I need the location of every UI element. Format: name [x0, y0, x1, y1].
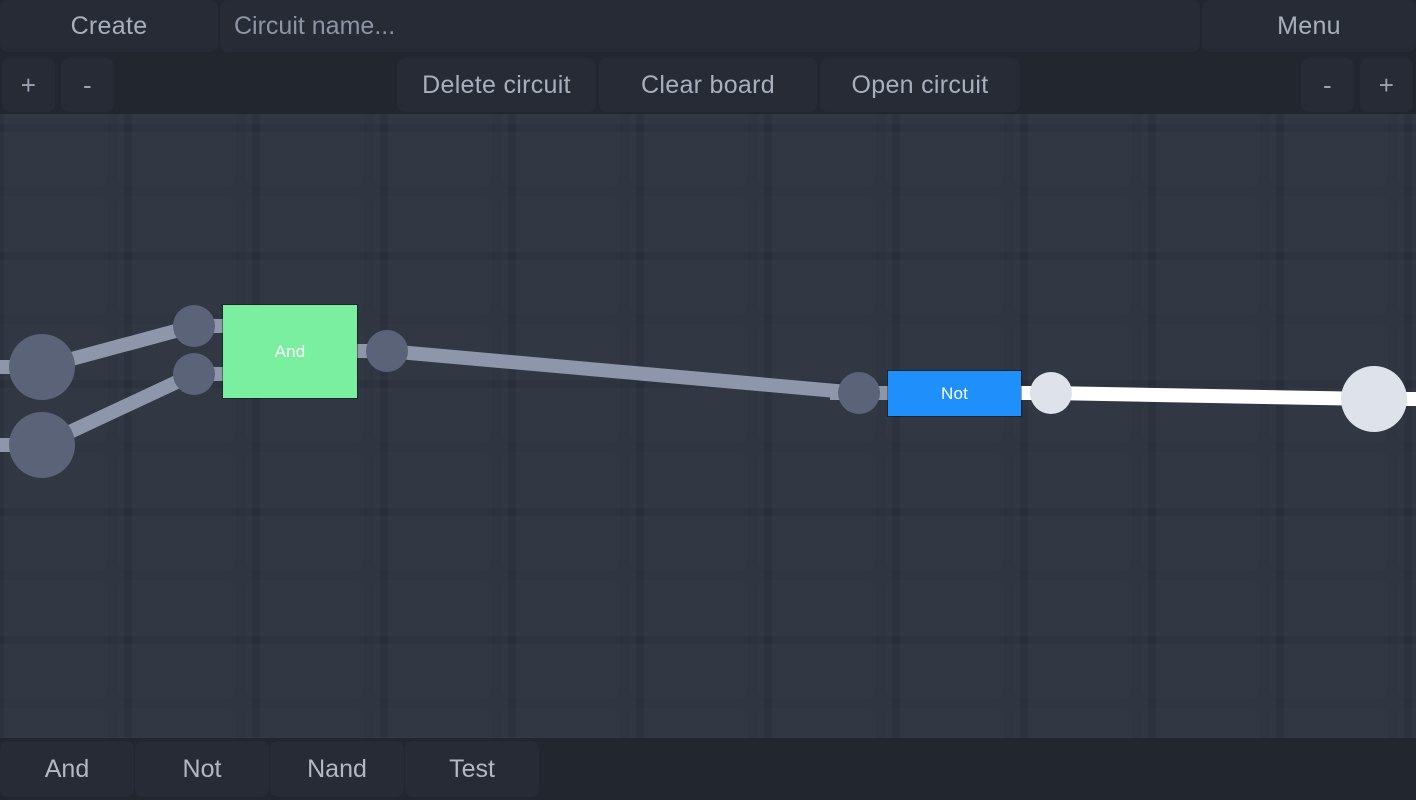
grid-cell: [758, 580, 876, 698]
grid-cell: [118, 452, 236, 570]
palette-button-label: Not: [182, 754, 222, 783]
grid-cell: [374, 580, 492, 698]
palette-button-not[interactable]: Not: [135, 741, 269, 797]
grid-cell: [502, 452, 620, 570]
grid-cell: [0, 580, 108, 698]
grid-cell: [374, 196, 492, 314]
grid-cell: [1270, 196, 1388, 314]
grid-cell: [246, 452, 364, 570]
grid-cell: [886, 452, 1004, 570]
grid-cell: [1142, 580, 1260, 698]
circuit-node-and-out[interactable]: [366, 330, 408, 372]
palette-button-label: Nand: [307, 754, 367, 783]
grid-cell: [118, 580, 236, 698]
grid-cell: [1270, 452, 1388, 570]
grid-cell: [502, 196, 620, 314]
gate-palette-toolbar: And Not Nand Test: [0, 738, 1416, 800]
top-toolbar-primary: Create Menu: [0, 0, 1416, 56]
grid-cell: [246, 196, 364, 314]
delete-circuit-button[interactable]: Delete circuit: [397, 58, 596, 112]
grid-cell: [1142, 324, 1260, 442]
circuit-name-input[interactable]: [220, 0, 1200, 52]
grid-cell: [118, 196, 236, 314]
grid-cell: [630, 324, 748, 442]
grid-cell: [630, 452, 748, 570]
zoom-out-left-button[interactable]: -: [61, 58, 114, 112]
palette-button-nand[interactable]: Nand: [270, 741, 404, 797]
grid-cell: [1142, 452, 1260, 570]
palette-button-label: Test: [449, 754, 495, 783]
zoom-out-right-button[interactable]: -: [1301, 58, 1354, 112]
clear-board-button[interactable]: Clear board: [599, 58, 817, 112]
zoom-in-left-button[interactable]: +: [2, 58, 55, 112]
grid-cell: [1398, 580, 1416, 698]
grid-cell: [630, 196, 748, 314]
gate-label: Not: [940, 383, 969, 403]
gate-not[interactable]: Not: [888, 371, 1021, 416]
circuit-node-out-final[interactable]: [1341, 366, 1407, 432]
grid-cell: [1014, 452, 1132, 570]
circuit-node-and-in-2[interactable]: [173, 353, 215, 395]
grid-cell: [886, 580, 1004, 698]
grid-cell: [1014, 196, 1132, 314]
palette-button-test[interactable]: Test: [405, 741, 539, 797]
palette-button-and[interactable]: And: [0, 741, 134, 797]
grid-cell: [630, 580, 748, 698]
gate-and[interactable]: And: [223, 305, 357, 398]
circuit-node-and-in-1[interactable]: [173, 305, 215, 347]
circuit-node-in-a[interactable]: [9, 334, 75, 400]
grid-cell: [246, 580, 364, 698]
top-toolbar-secondary: + - Delete circuit Clear board Open circ…: [0, 56, 1416, 114]
grid-cell: [1398, 196, 1416, 314]
open-circuit-button[interactable]: Open circuit: [820, 58, 1020, 112]
grid-cell: [502, 324, 620, 442]
zoom-in-right-button[interactable]: +: [1360, 58, 1413, 112]
circuit-node-not-out[interactable]: [1030, 372, 1072, 414]
grid-cell: [758, 452, 876, 570]
grid-cell: [502, 580, 620, 698]
grid-cell: [1142, 196, 1260, 314]
grid-cell: [1014, 580, 1132, 698]
grid-cell: [374, 452, 492, 570]
palette-button-label: And: [44, 754, 90, 783]
grid-cell: [886, 196, 1004, 314]
grid-cell: [1270, 580, 1388, 698]
create-button[interactable]: Create: [0, 0, 218, 52]
menu-button[interactable]: Menu: [1202, 0, 1416, 52]
circuit-node-in-b[interactable]: [9, 412, 75, 478]
circuit-node-not-in[interactable]: [838, 372, 880, 414]
gate-label: And: [274, 341, 306, 361]
grid-cell: [1398, 452, 1416, 570]
grid-cell: [0, 196, 108, 314]
grid-cell: [758, 196, 876, 314]
